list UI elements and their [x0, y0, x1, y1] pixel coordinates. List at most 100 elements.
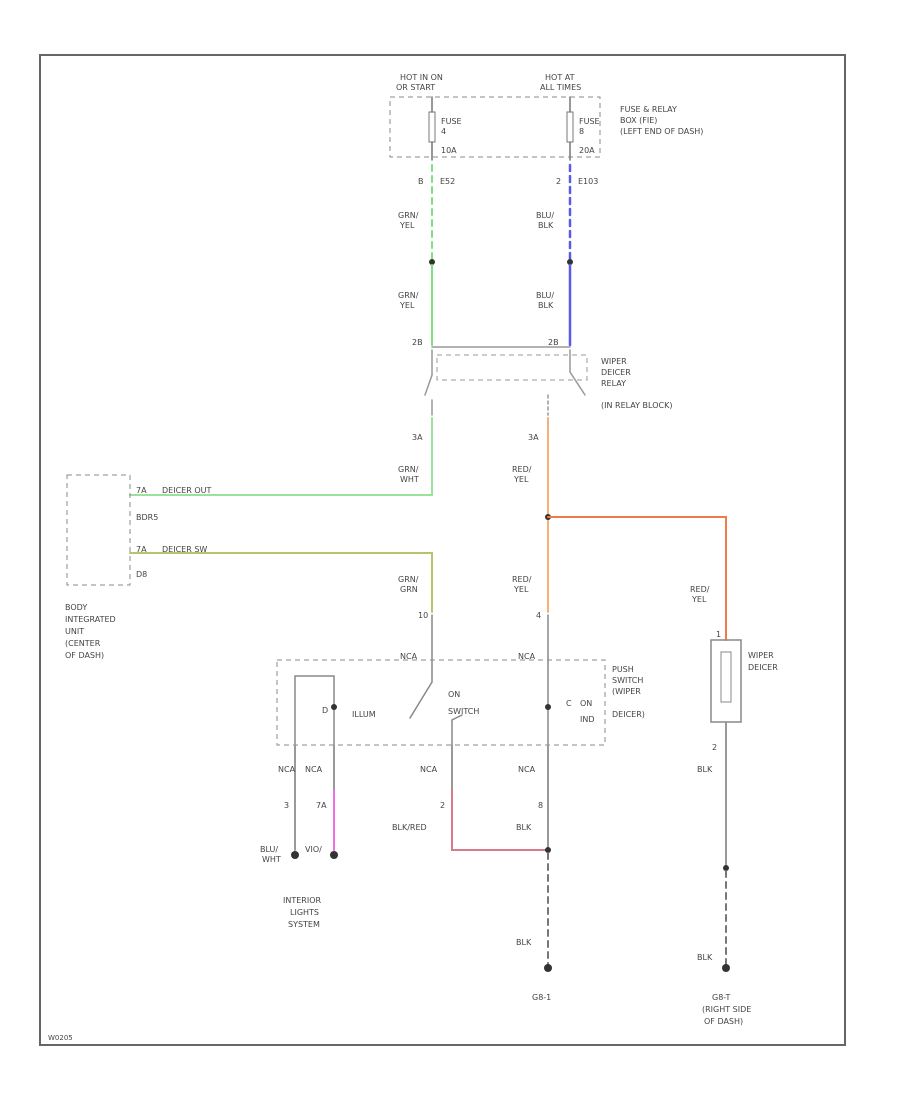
bottom-pin-4: 8: [538, 801, 543, 810]
bcm-label-3: UNIT: [65, 627, 84, 636]
relay-label-3: RELAY: [601, 379, 626, 388]
switch-label-3: (WIPER: [612, 687, 641, 696]
wire-label-blu-blk-2b: BLK: [538, 301, 554, 310]
right-fuse-connector: E103: [578, 177, 598, 186]
ground-g8-t-label-2: (RIGHT SIDE: [702, 1005, 751, 1014]
wire-label-grn-yel-2a: GRN/: [398, 291, 419, 300]
switch-illum-label: ILLUM: [352, 710, 376, 719]
switch-pin-on: ON: [580, 699, 592, 708]
wire-label-red-yel-1a: RED/: [512, 465, 532, 474]
bottom-pin-2: 7A: [316, 801, 327, 810]
relay-pin-right-bot: 3A: [528, 433, 539, 442]
wire-label-blu-blk-1b: BLK: [538, 221, 554, 230]
left-fuse-pin: B: [418, 177, 424, 186]
switch-pin-ind: IND: [580, 715, 595, 724]
diagram-frame: [39, 54, 846, 1046]
wire-label-blk-4: BLK: [697, 953, 713, 962]
ground-g8-1-icon: [544, 964, 552, 972]
interior-lights-label-2: LIGHTS: [290, 908, 319, 917]
left-fuse-number: 4: [441, 127, 446, 136]
wire-blk-red: [451, 789, 549, 851]
deicer-pin-top: 1: [716, 630, 721, 639]
bcm-label-5: OF DASH): [65, 651, 104, 660]
wire-grn-grn: [129, 552, 433, 613]
interior-lights-terminal-2: [330, 851, 338, 859]
left-power-title2: OR START: [396, 83, 435, 92]
interior-lights-label-1: INTERIOR: [283, 896, 322, 905]
switch-nca-top-right: NCA: [518, 652, 536, 661]
wire-label-grn-yel-2b: YEL: [399, 301, 415, 310]
switch-label-4: DEICER): [612, 710, 645, 719]
fuse-box-label-3: (LEFT END OF DASH): [620, 127, 703, 136]
wire-label-red-yel-3b: YEL: [691, 595, 707, 604]
right-power-title: HOT AT: [545, 73, 575, 82]
left-fuse-amp: 10A: [441, 146, 457, 155]
bcm-label-4: (CENTER: [65, 639, 101, 648]
right-fuse-pin: 2: [556, 177, 561, 186]
wire-label-vio-a: VIO/: [305, 845, 322, 854]
wire-label-nca-3: NCA: [420, 765, 438, 774]
fuse-box-label-2: BOX (FIE): [620, 116, 657, 125]
switch-pin-out: 4: [536, 611, 541, 620]
switch-on-label: ON: [448, 690, 460, 699]
fuse-box-label-1: FUSE & RELAY: [620, 105, 677, 114]
wire-label-blk-3: BLK: [697, 765, 713, 774]
wire-red-yel-branch: [547, 516, 727, 641]
bcm-pin-1b: BDR5: [136, 513, 158, 522]
wire-label-blu-wht-b: WHT: [262, 855, 281, 864]
wire-label-red-yel-1b: YEL: [513, 475, 529, 484]
deicer-pin-bot: 2: [712, 743, 717, 752]
bcm-pin-2: 7A: [136, 545, 147, 554]
ground-g8-t-icon: [722, 964, 730, 972]
ground-g8-t-label-1: G8-T: [712, 993, 730, 1002]
wire-label-red-yel-2a: RED/: [512, 575, 532, 584]
fuse-4-icon: [428, 111, 436, 143]
wire-label-grn-yel-1a: GRN/: [398, 211, 419, 220]
heater-grid-icon: [720, 651, 732, 703]
ground-g8-1-label: G8-1: [532, 993, 551, 1002]
wire-label-nca-1: NCA: [278, 765, 296, 774]
relay-pin-right-top: 2B: [548, 338, 559, 347]
wire-label-red-yel-3a: RED/: [690, 585, 710, 594]
body-integrated-unit-box: [66, 474, 131, 586]
relay-pin-left-bot: 3A: [412, 433, 423, 442]
relay-box: [436, 354, 588, 381]
bcm-label-2: INTEGRATED: [65, 615, 116, 624]
bcm-signal-2: DEICER SW: [162, 545, 207, 554]
interior-lights-label-3: SYSTEM: [288, 920, 320, 929]
wire-label-nca-4: NCA: [518, 765, 536, 774]
wire-label-grn-wht-a: GRN/: [398, 465, 419, 474]
relay-left-switch-arm: [424, 374, 433, 396]
wire-label-blk-red: BLK/RED: [392, 823, 427, 832]
wire-label-grn-wht-b: WHT: [400, 475, 419, 484]
switch-label-1: PUSH: [612, 665, 634, 674]
switch-on-label-2: SWITCH: [448, 707, 479, 716]
fuse-8-icon: [566, 111, 574, 143]
illum-switch-arm: [409, 681, 433, 719]
left-fuse-label: FUSE: [441, 117, 462, 126]
relay-right-switch-arm: [569, 371, 586, 396]
deicer-label-2: DEICER: [748, 663, 778, 672]
interior-lights-terminal-1: [291, 851, 299, 859]
right-fuse-amp: 20A: [579, 146, 595, 155]
wire-label-grn-grn-b: GRN: [400, 585, 418, 594]
bottom-pin-3: 2: [440, 801, 445, 810]
ground-g8-t-label-3: OF DASH): [704, 1017, 743, 1026]
wire-label-grn-yel-1b: YEL: [399, 221, 415, 230]
relay-label-1: WIPER: [601, 357, 627, 366]
wire-label-red-yel-2b: YEL: [513, 585, 529, 594]
bcm-label-1: BODY: [65, 603, 87, 612]
fuse-relay-box: [389, 96, 601, 158]
left-fuse-connector: E52: [440, 177, 455, 186]
wire-label-blk-2: BLK: [516, 938, 532, 947]
diagram-code: W0205: [48, 1034, 73, 1042]
wire-label-nca-2: NCA: [305, 765, 323, 774]
relay-label-4: (IN RELAY BLOCK): [601, 401, 672, 410]
right-power-title2: ALL TIMES: [540, 83, 581, 92]
wire-label-blu-blk-2a: BLU/: [536, 291, 554, 300]
on-switch-contact: [451, 714, 463, 746]
bcm-pin-2b: D8: [136, 570, 147, 579]
wire-label-blu-wht-a: BLU/: [260, 845, 278, 854]
bcm-pin-1: 7A: [136, 486, 147, 495]
